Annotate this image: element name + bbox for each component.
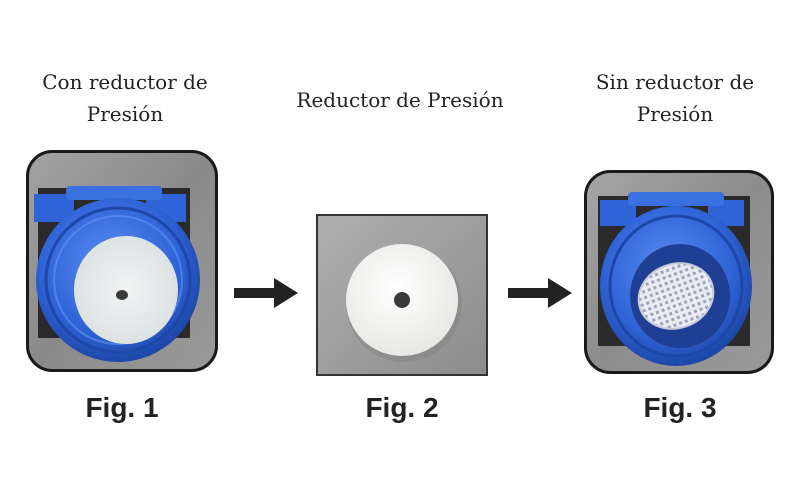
fig1-label: Fig. 1: [85, 392, 159, 423]
fig2-caption-line1: Reductor de Presión: [296, 88, 504, 112]
fig1-photo-fitting-with-reducer: [26, 150, 218, 372]
fig3-label: Fig. 3: [643, 392, 717, 423]
fig1-caption: Con reductor de Presión: [20, 66, 230, 130]
fig3-caption-line1: Sin reductor de: [595, 70, 755, 94]
fig3-caption-line2: Presión: [636, 102, 714, 126]
fig2-caption: Reductor de Presión: [270, 84, 530, 116]
arrow-right-icon: [234, 278, 298, 308]
fig3-photo-fitting-without-reducer: [584, 170, 774, 374]
arrow-right-icon: [508, 278, 572, 308]
fig3-caption: Sin reductor de Presión: [570, 66, 780, 130]
fig1-caption-line2: Presión: [86, 102, 164, 126]
fig2-photo-reducer-disc: [316, 214, 488, 376]
fig1-caption-line1: Con reductor de: [42, 70, 208, 94]
fig2-label: Fig. 2: [365, 392, 439, 423]
